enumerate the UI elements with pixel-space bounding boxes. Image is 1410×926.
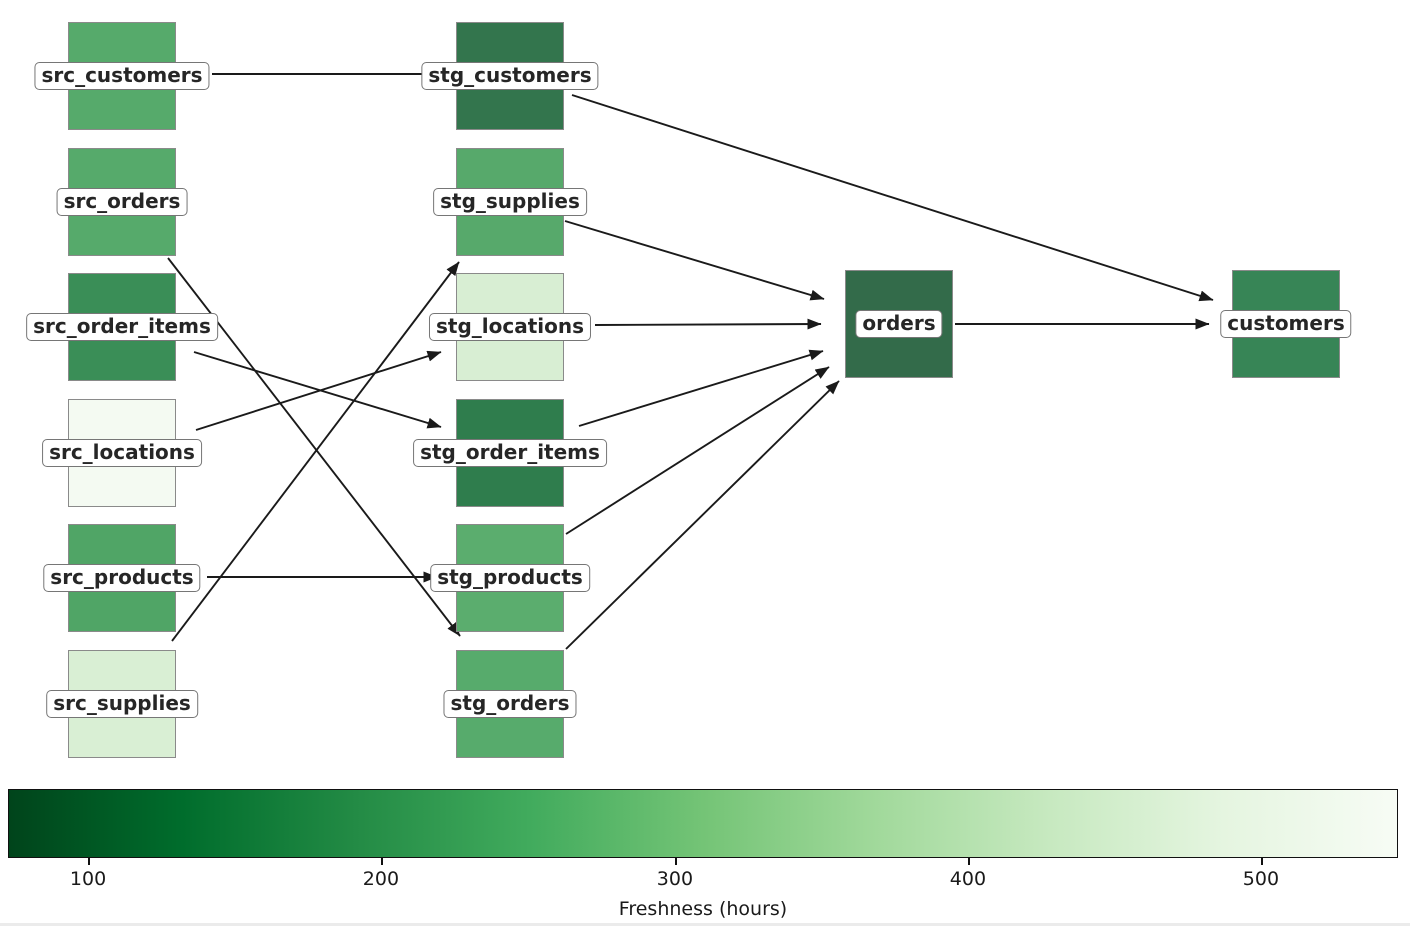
colorbar-tick-200 <box>380 858 383 865</box>
colorbar-axis-label: Freshness (hours) <box>618 898 788 920</box>
edge-src_locations-to-stg_locations <box>195 350 442 431</box>
edge-stg_locations-to-orders <box>594 318 822 330</box>
colorbar-gradient <box>8 789 1398 858</box>
node-label-src_orders: src_orders <box>56 188 188 216</box>
node-label-stg_customers: stg_customers <box>421 62 599 90</box>
edge-stg_products-to-orders <box>565 366 830 535</box>
colorbar-tick-500 <box>1260 858 1263 865</box>
colorbar-tick-label-400: 400 <box>949 868 987 890</box>
colorbar-tick-400 <box>967 858 970 865</box>
node-label-src_locations: src_locations <box>42 439 202 467</box>
edge-src_order_items-to-stg_order_items <box>193 351 442 429</box>
node-label-stg_orders: stg_orders <box>443 690 577 718</box>
node-label-stg_products: stg_products <box>430 564 590 592</box>
edge-src_supplies-to-stg_supplies <box>171 261 460 642</box>
node-label-src_products: src_products <box>43 564 201 592</box>
node-label-customers: customers <box>1220 310 1352 338</box>
colorbar-tick-100 <box>88 858 90 865</box>
node-label-stg_order_items: stg_order_items <box>413 439 607 467</box>
node-label-src_supplies: src_supplies <box>46 690 198 718</box>
colorbar-tick-label-100: 100 <box>69 868 107 890</box>
edge-stg_orders-to-orders <box>565 380 840 650</box>
node-label-stg_supplies: stg_supplies <box>433 188 587 216</box>
edge-stg_supplies-to-orders <box>564 220 825 301</box>
colorbar-tick-label-300: 300 <box>656 868 694 890</box>
node-label-stg_locations: stg_locations <box>428 313 592 341</box>
edge-stg_customers-to-customers <box>571 94 1214 302</box>
node-label-src_order_items: src_order_items <box>26 313 218 341</box>
node-label-src_customers: src_customers <box>34 62 210 90</box>
colorbar-tick-300 <box>674 858 677 865</box>
colorbar-tick-label-500: 500 <box>1242 868 1280 890</box>
colorbar-tick-label-200: 200 <box>362 868 400 890</box>
edge-stg_order_items-to-orders <box>578 349 824 427</box>
figure-bottom-edge <box>0 923 1410 926</box>
node-label-orders: orders <box>855 310 943 338</box>
